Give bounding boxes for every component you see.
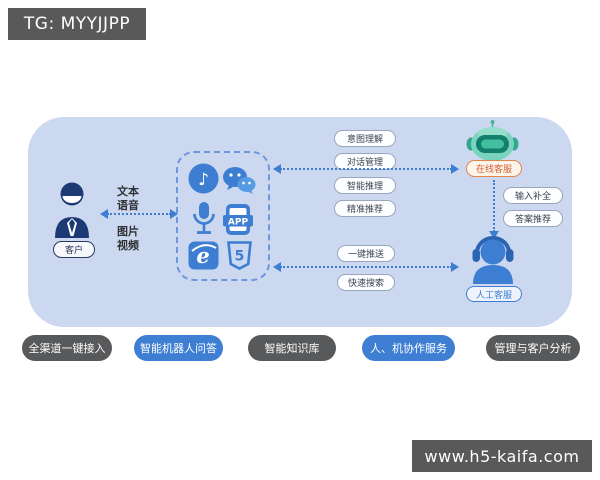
website-watermark: www.h5-kaifa.com — [412, 440, 592, 472]
arrow-head-right — [451, 164, 459, 174]
arrow-head-left — [273, 262, 281, 272]
feature-knowledge-base: 智能知识库 — [248, 335, 336, 361]
feature-omnichannel-access: 全渠道一键接入 — [22, 335, 112, 361]
svg-text:5: 5 — [235, 249, 245, 265]
telegram-watermark: TG: MYYJJPP — [8, 8, 146, 40]
push-one-click: 一键推送 — [337, 245, 395, 262]
capability-precise-recommendation: 精准推荐 — [334, 200, 396, 217]
arrow-head-right — [451, 262, 459, 272]
capability-intent-understanding: 意图理解 — [334, 130, 396, 147]
channels-robot-arrow — [273, 164, 459, 174]
media-text-voice: 文本 语音 — [117, 185, 139, 212]
ie-browser-icon: e — [188, 241, 219, 270]
arrow-head-left — [273, 164, 281, 174]
microphone-icon — [191, 201, 217, 237]
assist-input-completion: 输入补全 — [503, 187, 563, 204]
arrow-head-down — [489, 231, 499, 239]
robot-agent-arrow — [489, 180, 499, 239]
app-icon: APP — [223, 203, 253, 236]
human-service-label: 人工客服 — [466, 286, 522, 302]
customer-label: 客户 — [53, 241, 95, 258]
feature-human-machine-collab: 人、机协作服务 — [362, 335, 455, 361]
html5-icon: 5 — [226, 240, 253, 271]
push-quick-search: 快速搜索 — [337, 274, 395, 291]
arrow-head-right — [170, 209, 178, 219]
assist-answer-recommendation: 答案推荐 — [503, 210, 563, 227]
svg-text:APP: APP — [228, 217, 249, 227]
customer-channel-arrow — [100, 209, 178, 219]
arrow-head-left — [100, 209, 108, 219]
human-agent-icon — [468, 232, 518, 284]
svg-text:e: e — [196, 243, 209, 268]
customer-icon — [50, 181, 94, 238]
feature-robot-qa: 智能机器人问答 — [134, 335, 223, 361]
douyin-icon: ♪ — [188, 163, 219, 194]
robot-icon — [466, 119, 519, 162]
online-service-label: 在线客服 — [466, 160, 522, 177]
media-image-video: 图片 视频 — [117, 225, 139, 252]
channels-box — [176, 151, 270, 281]
capability-smart-reasoning: 智能推理 — [334, 177, 396, 194]
wechat-icon — [222, 166, 256, 195]
channels-agent-arrow — [273, 262, 459, 272]
feature-management-analysis: 管理与客户分析 — [486, 335, 580, 361]
svg-text:♪: ♪ — [198, 170, 209, 190]
